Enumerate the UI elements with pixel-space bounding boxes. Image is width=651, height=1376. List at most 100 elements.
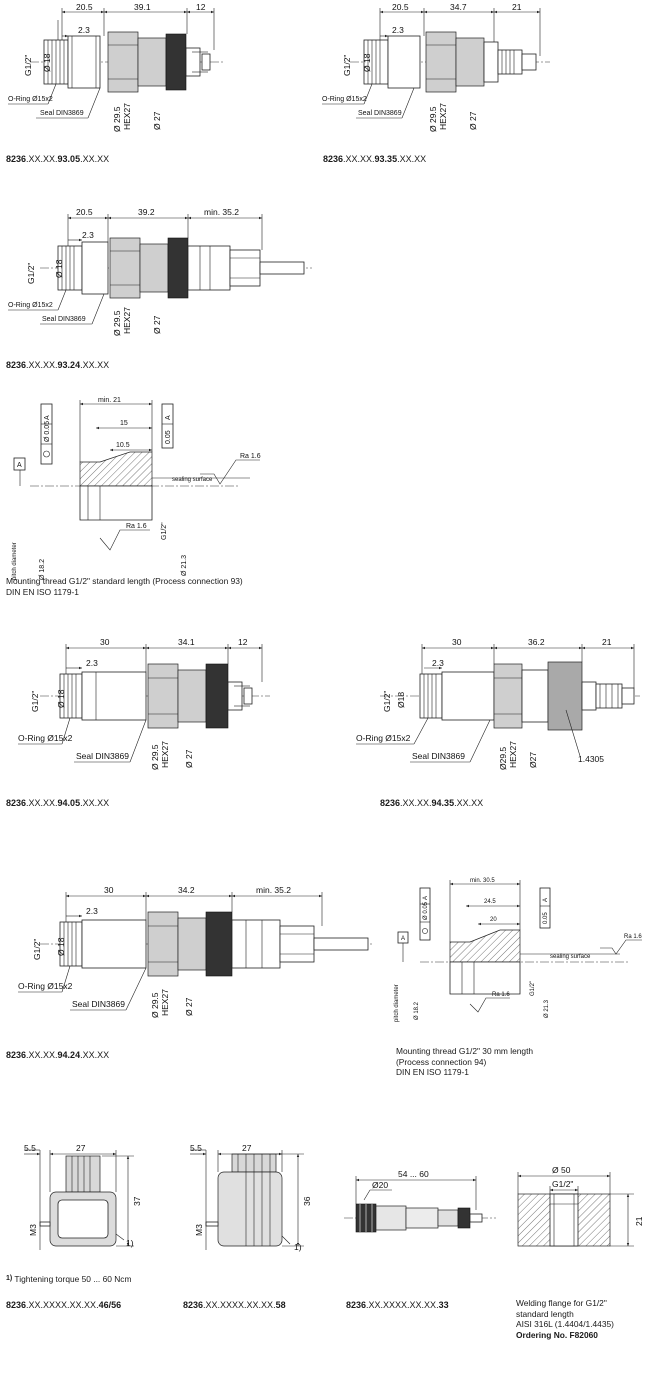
dim-label: G1/2" — [30, 691, 40, 712]
caption-93-35: 8236.XX.XX.93.35.XX.XX — [323, 154, 427, 164]
drawing-mounting-thread-93: A Ø 0.05 A 0.05 A min. 21 15 10.5 Ra 1.6… — [12, 397, 261, 580]
dim-label: 20.5 — [76, 2, 93, 12]
tol-label: A — [423, 896, 429, 900]
tol-label: Ø 0.05 — [423, 901, 429, 920]
dim-label: G1/2" — [342, 55, 352, 76]
dim-label: HEX27 — [160, 741, 170, 768]
dim-label: Ø 18 — [362, 53, 372, 72]
dim-label: HEX27 — [122, 307, 132, 334]
thread-94-note: Mounting thread G1/2" 30 mm length (Proc… — [396, 1046, 534, 1077]
dim-label: 54 ... 60 — [398, 1169, 429, 1179]
dim-label: 30 — [100, 637, 110, 647]
dim-label: HEX27 — [508, 741, 518, 768]
dim-label: Ø 18 — [42, 53, 52, 72]
dim-label: 2.3 — [432, 658, 444, 668]
dim-label: G1/2" — [161, 522, 168, 540]
caption-93-05: 8236.XX.XX.93.05.XX.XX — [6, 154, 110, 164]
dim-label: 39.2 — [138, 207, 155, 217]
drawing-plug-58: 5.5 27 36 M3 1) — [190, 1143, 312, 1252]
footnote-ref: 1) — [126, 1238, 134, 1248]
drawing-93-35: 20.5 34.7 21 2.3 G1/2" Ø 18 Ø 29.5 HEX27… — [322, 2, 550, 132]
dim-label: 30 — [104, 885, 114, 895]
oring-label: O-Ring Ø15x2 — [8, 302, 53, 309]
dim-label: 12 — [238, 637, 248, 647]
caption-93-24: 8236.XX.XX.93.24.XX.XX — [6, 360, 110, 370]
dim-label: min. 35.2 — [204, 207, 239, 217]
dim-label: HEX27 — [122, 103, 132, 130]
drawing-welding-flange: Ø 50 G1/2" 21 — [517, 1165, 644, 1247]
drawing-94-35: 30 36.2 21 2.3 G1/2" Ø18 Ø29.5 HEX27 Ø27… — [356, 637, 640, 770]
drawing-cable-33: 54 ... 60 Ø20 — [344, 1169, 496, 1233]
drawing-94-05: 30 34.1 12 2.3 G1/2" Ø 18 Ø 29.5 HEX27 Ø… — [18, 637, 270, 770]
dim-label: Ø 29.5 — [112, 106, 122, 132]
dim-label: 10.5 — [116, 442, 130, 449]
sealing-surface-label: sealing surface — [172, 477, 213, 483]
dim-label: Ø 21.3 — [544, 999, 550, 1018]
dim-label: Ø18 — [396, 692, 406, 708]
dim-label: 2.3 — [82, 230, 94, 240]
pitch-diameter-label: pitch diameter — [12, 542, 18, 580]
oring-label: O-Ring Ø15x2 — [322, 96, 367, 103]
dim-label: Ø 18.2 — [414, 1001, 420, 1020]
dim-label: HEX27 — [160, 989, 170, 1016]
dim-label: Ø 50 — [552, 1165, 571, 1175]
dim-label: G1/2" — [26, 263, 36, 284]
dim-label: min. 35.2 — [256, 885, 291, 895]
dim-label: 21 — [512, 2, 522, 12]
dim-label: Ø 27 — [468, 111, 478, 130]
footnote-ref: 1) — [294, 1242, 302, 1252]
dim-label: G1/2" — [23, 55, 33, 76]
dim-label: 2.3 — [86, 906, 98, 916]
oring-label: O-Ring Ø15x2 — [356, 733, 411, 743]
dim-label: HEX27 — [438, 103, 448, 130]
torque-footnote: 1) Tightening torque 50 ... 60 Ncm — [6, 1274, 132, 1284]
drawing-93-05: 20.5 39.1 12 2.3 G1/2" Ø 18 Ø 29.5 HEX27… — [8, 2, 225, 132]
dim-label: 34.1 — [178, 637, 195, 647]
caption-94-35: 8236.XX.XX.94.35.XX.XX — [380, 798, 484, 808]
dim-label: Ø 29.5 — [428, 106, 438, 132]
drawing-93-24: 20.5 39.2 min. 35.2 2.3 G1/2" Ø 18 Ø 29.… — [8, 207, 312, 336]
dim-label: Ø 29.5 — [150, 992, 160, 1018]
roughness-label: Ra 1.6 — [624, 934, 642, 940]
dim-label: G1/2" — [530, 981, 536, 996]
dim-label: min. 21 — [98, 397, 121, 404]
dim-label: 34.7 — [450, 2, 467, 12]
tol-label: A — [44, 415, 51, 420]
seal-label: Seal DIN3869 — [40, 110, 84, 117]
roughness-label: Ra 1.6 — [240, 453, 261, 460]
dim-label: min. 30.5 — [470, 878, 495, 884]
dim-label: Ø 27 — [152, 111, 162, 130]
dim-label: Ø29.5 — [498, 747, 508, 770]
dim-label: Ø 29.5 — [150, 744, 160, 770]
dim-label: 27 — [76, 1143, 86, 1153]
dim-label: 34.2 — [178, 885, 195, 895]
caption-58: 8236.XX.XXXX.XX.XX.58 — [183, 1300, 286, 1310]
roughness-label: Ra 1.6 — [492, 992, 510, 998]
material-label: 1.4305 — [578, 754, 604, 764]
dim-label: 20.5 — [76, 207, 93, 217]
thread-93-note: Mounting thread G1/2" standard length (P… — [6, 576, 243, 597]
dim-label: 21 — [634, 1216, 644, 1226]
dim-label: 2.3 — [392, 25, 404, 35]
dim-label: 20 — [490, 917, 497, 923]
dim-label: M3 — [194, 1224, 204, 1236]
tol-label: A — [543, 898, 549, 902]
dim-label: Ø 29.5 — [112, 310, 122, 336]
sealing-surface-label: sealing surface — [550, 954, 591, 960]
tol-label: 0.05 — [543, 912, 549, 924]
drawing-plug-46-56: 5.5 27 37 M3 1) — [24, 1143, 142, 1250]
dim-label: Ø 18 — [56, 689, 66, 708]
dim-label: Ø 18 — [56, 937, 66, 956]
seal-label: Seal DIN3869 — [358, 110, 402, 117]
tol-label: 0.05 — [165, 430, 172, 444]
dim-label: Ø 27 — [152, 315, 162, 334]
dim-label: Ø20 — [372, 1180, 388, 1190]
dim-label: 20.5 — [392, 2, 409, 12]
dim-label: 30 — [452, 637, 462, 647]
dim-label: 5.5 — [24, 1143, 36, 1153]
dim-label: 37 — [132, 1196, 142, 1206]
dim-label: 39.1 — [134, 2, 151, 12]
dim-label: Ø 18 — [54, 259, 64, 278]
dim-label: Ø 18.2 — [39, 559, 46, 580]
seal-label: Seal DIN3869 — [412, 751, 465, 761]
